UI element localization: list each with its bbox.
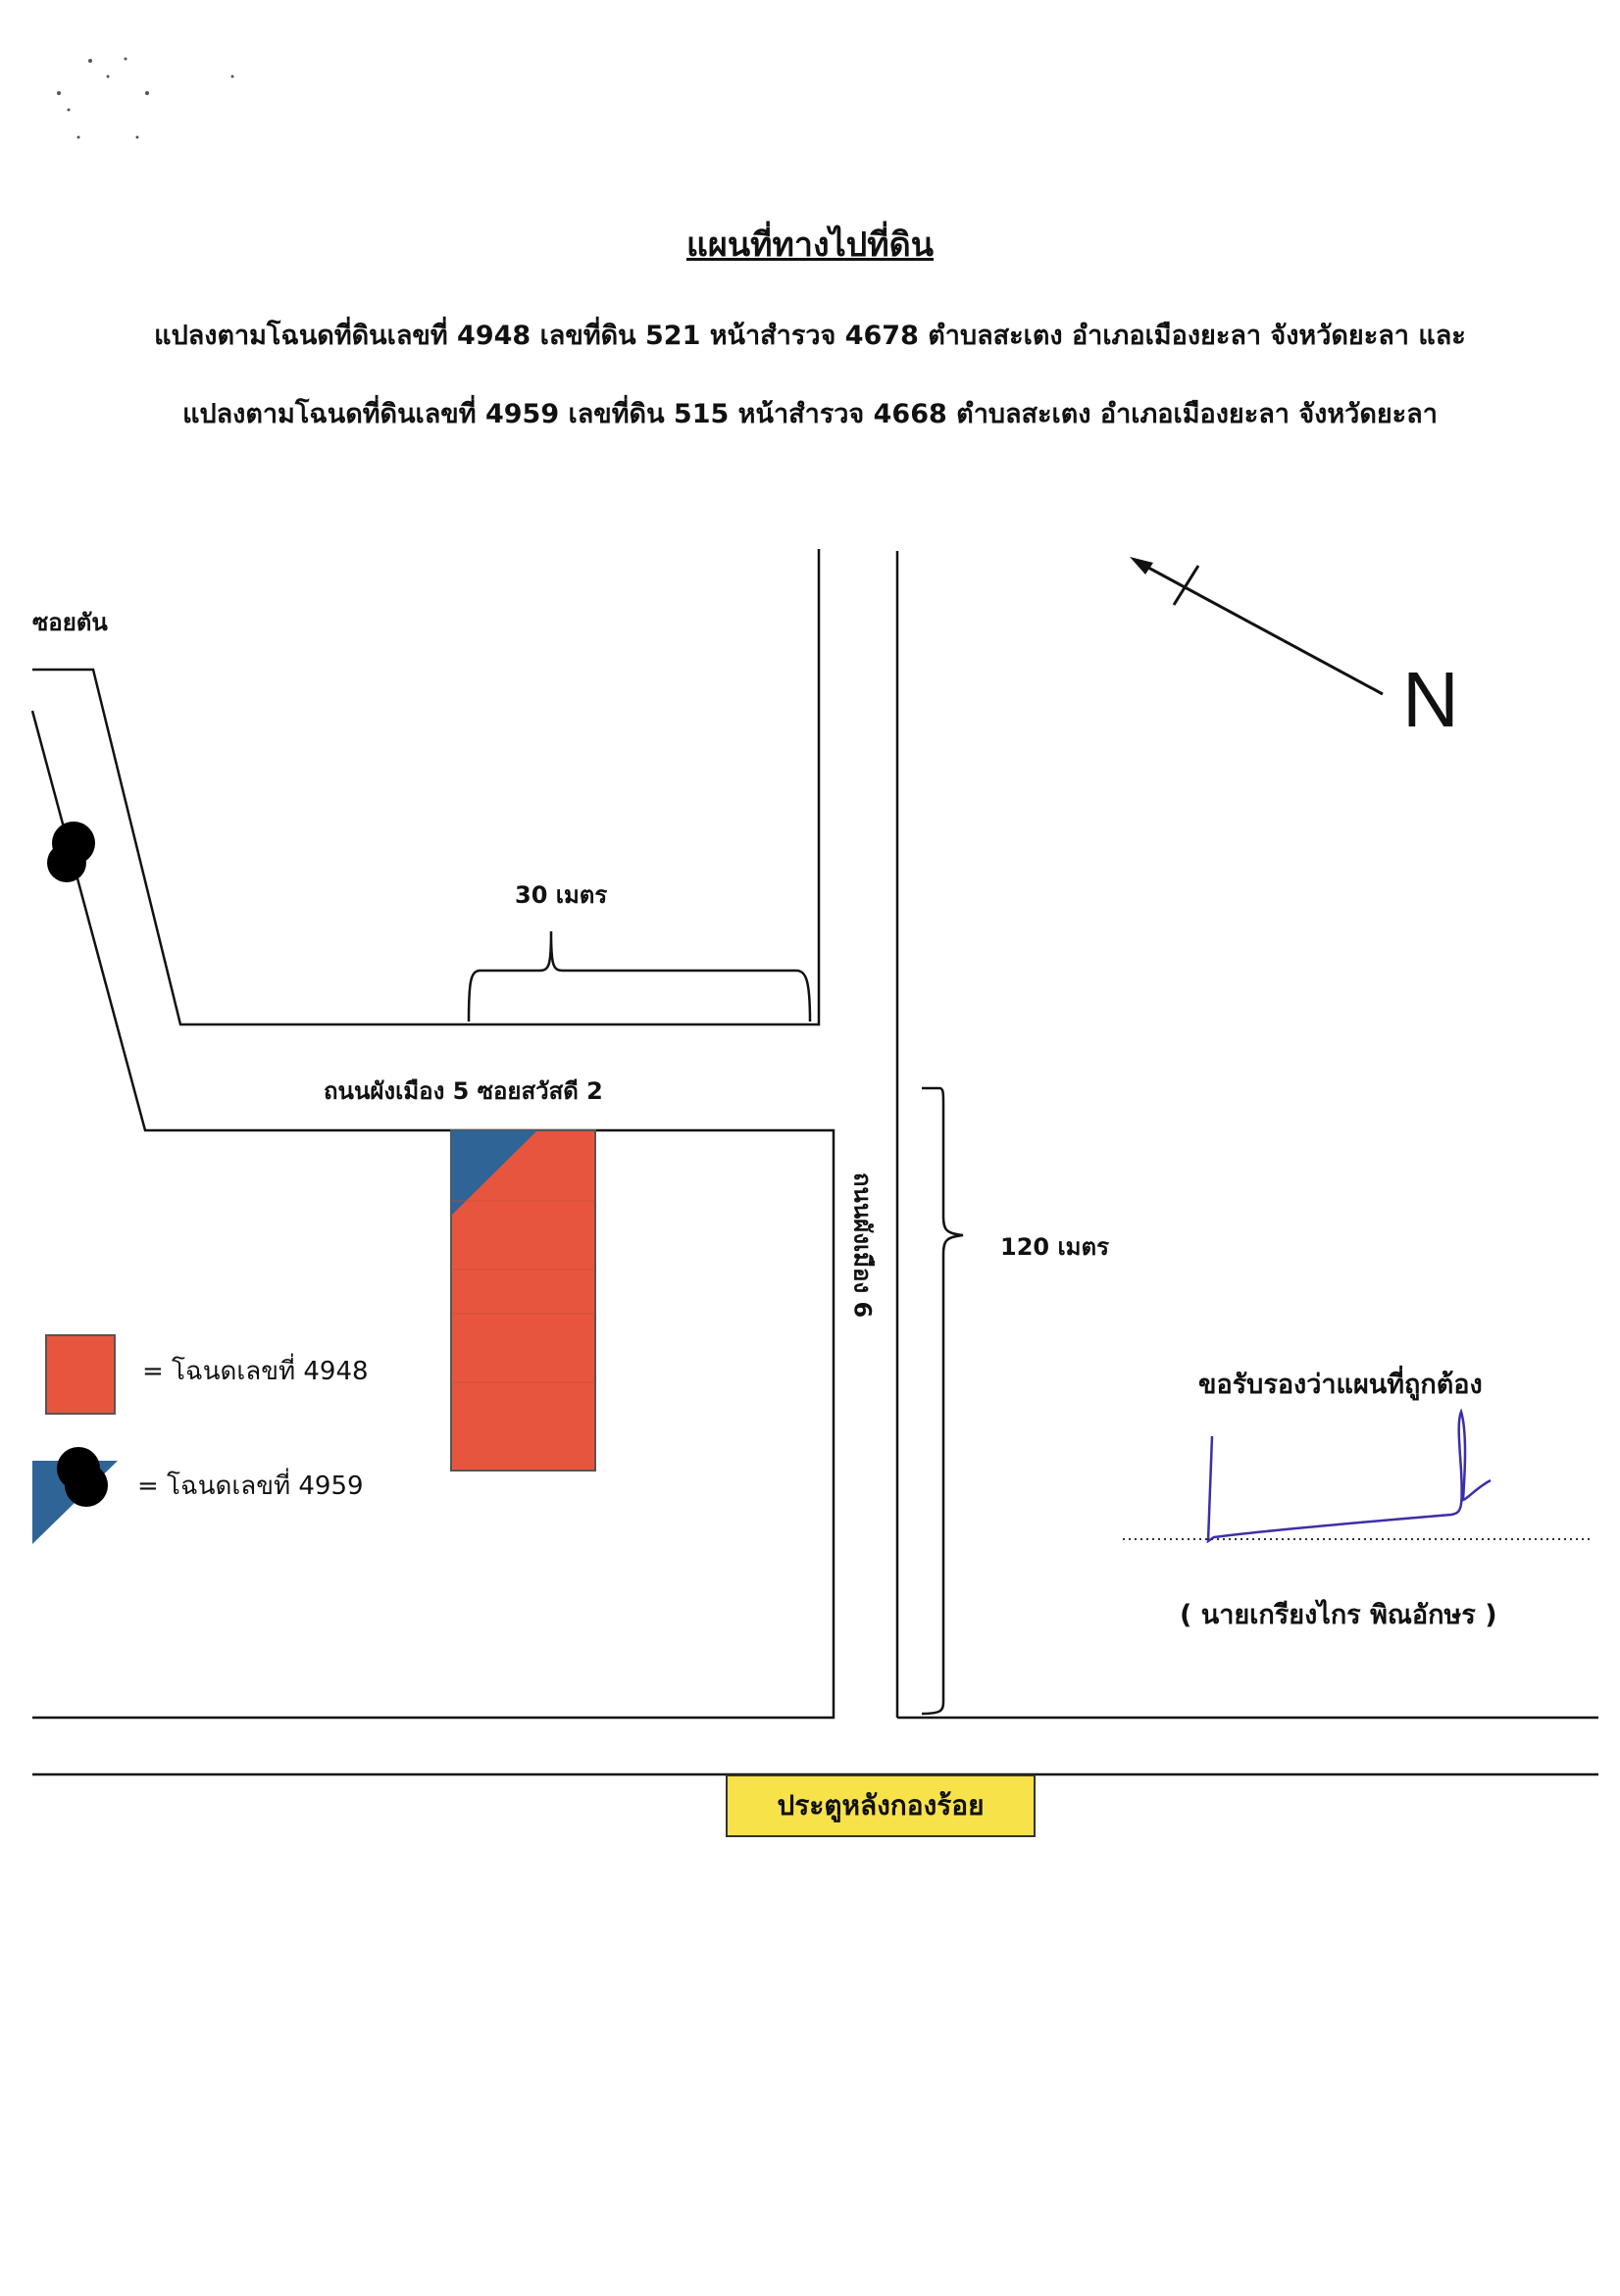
legend-swatch-4948: [45, 1334, 116, 1415]
distance-30-label: 30 เมตร: [515, 881, 608, 909]
gate-label-box: ประตูหลังกองร้อย: [726, 1774, 1036, 1837]
diagonal-soi-road: [30, 549, 835, 1720]
parcel-line-1: แปลงตามโฉนดที่ดินเลขที่ 4948 เลขที่ดิน 5…: [154, 321, 1466, 351]
brace-30m: [467, 930, 812, 1023]
parcel-line-2: แปลงตามโฉนดที่ดินเลขที่ 4959 เลขที่ดิน 5…: [182, 399, 1438, 429]
distance-120-label: 120 เมตร: [1000, 1233, 1109, 1261]
document-title: แผนที่ทางไปที่ดิน: [685, 225, 934, 265]
certification-statement: ขอรับรองว่าแผนที่ถูกต้อง: [1198, 1370, 1483, 1400]
scan-specks: [57, 57, 234, 139]
brace-120m: [921, 1086, 964, 1716]
gate-label: ประตูหลังกองร้อย: [777, 1789, 985, 1822]
north-arrow: [1130, 557, 1384, 696]
road-6-label: ถนนผังเมือง 6: [848, 1172, 877, 1319]
parcel-4959: [451, 1130, 537, 1216]
signer-name: ( นายเกรียงไกร พิณอักษร ): [1180, 1600, 1497, 1630]
dead-end-label: ซอยตัน: [32, 609, 108, 636]
parcel-group: [450, 1129, 596, 1472]
redaction-marks: [47, 822, 108, 1507]
road-6-lines: [895, 551, 1598, 1720]
legend-label-4948: = โฉนดเลขที่ 4948: [142, 1357, 369, 1386]
north-label: N: [1402, 656, 1459, 743]
road-soi-label: ถนนผังเมือง 5 ซอยสวัสดี 2: [324, 1077, 603, 1105]
legend-label-4959: = โฉนดเลขที่ 4959: [137, 1472, 364, 1501]
signature: [1206, 1408, 1492, 1544]
